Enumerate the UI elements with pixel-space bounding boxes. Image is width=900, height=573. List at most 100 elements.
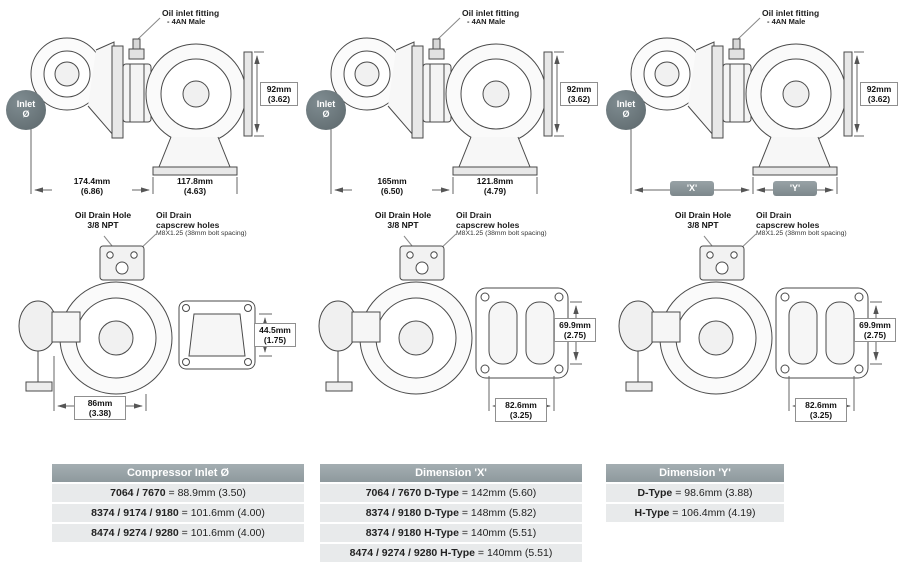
drain-label: Oil Drain Hole — [374, 210, 432, 220]
oil-drain-hole-callout: Oil Drain Hole 3/8 NPT — [60, 210, 146, 231]
dim-value: 86mm — [87, 398, 113, 408]
table-row: 7064 / 7670 = 88.9mm (3.50) — [52, 484, 304, 502]
inlet-badge-symbol: Ø — [622, 109, 630, 119]
diagram-column-3: Oil inlet fitting - 4AN Male Inlet Ø 92m… — [604, 4, 898, 454]
part-numbers: 8374 / 9174 / 9180 — [91, 507, 179, 519]
capscrew-holes-callout: Oil Drain capscrew holes M8X1.25 (38mm b… — [756, 210, 894, 238]
oil-inlet-label: Oil inlet fitting — [762, 8, 820, 18]
side-view-diagram-1: Oil inlet fitting - 4AN Male Inlet Ø 92m… — [4, 4, 298, 206]
inlet-badge-symbol: Ø — [322, 109, 330, 119]
side-view-diagram-2: Oil inlet fitting - 4AN Male Inlet Ø 92m… — [304, 4, 598, 206]
oil-drain-hole-callout: Oil Drain Hole 3/8 NPT — [660, 210, 746, 231]
spec-tables: Compressor Inlet Ø 7064 / 7670 = 88.9mm … — [0, 454, 900, 562]
overall-length-dim: 174.4mm (6.86) — [52, 176, 132, 197]
oil-inlet-label: Oil inlet fitting — [462, 8, 520, 18]
dim-inches: (3.62) — [267, 94, 291, 105]
oil-inlet-sub-label: - 4AN Male — [167, 17, 206, 27]
port-height-dim: 69.9mm (2.75) — [854, 318, 896, 343]
dimension-value: = 88.9mm (3.50) — [168, 487, 246, 499]
side-view-diagram-3: Oil inlet fitting - 4AN Male Inlet Ø 92m… — [604, 4, 898, 206]
flange-width-dim: 86mm (3.38) — [74, 396, 126, 421]
oil-inlet-callout: Oil inlet fitting - 4AN Male — [162, 8, 282, 27]
dim-inches: (1.75) — [263, 335, 287, 346]
port-height-dim: 44.5mm (1.75) — [254, 323, 296, 348]
bolt-spacing-dim: 82.6mm (3.25) — [795, 398, 847, 423]
table-row: D-Type = 98.6mm (3.88) — [606, 484, 784, 502]
capscrew-label-2: capscrew holes — [456, 220, 520, 231]
bolt-spacing-dim: 82.6mm (3.25) — [495, 398, 547, 423]
compressor-inlet-table: Compressor Inlet Ø 7064 / 7670 = 88.9mm … — [52, 464, 304, 542]
capscrew-spec-note: M8X1.25 (38mm bolt spacing) — [456, 230, 547, 238]
dim-value: 117.8mm — [177, 176, 213, 186]
port-height-dim: 69.9mm (2.75) — [554, 318, 596, 343]
dim-inches: (3.62) — [867, 94, 891, 105]
drain-thread-label: 3/8 NPT — [387, 220, 419, 231]
type-label: D-Type — [637, 487, 673, 499]
inlet-badge-symbol: Ø — [22, 109, 30, 119]
dim-value: 44.5mm — [259, 325, 291, 335]
dim-inches: (3.62) — [567, 94, 591, 105]
capscrew-label-2: capscrew holes — [156, 220, 220, 231]
drain-thread-label: 3/8 NPT — [87, 220, 119, 231]
dimension-x-badge: 'X' — [670, 181, 714, 196]
part-numbers: 7064 / 7670 — [110, 487, 166, 499]
dim-inches: (4.63) — [183, 186, 207, 197]
part-numbers: 8474 / 9274 / 9280 — [91, 527, 179, 539]
diagram-grid: Oil inlet fitting - 4AN Male Inlet Ø 92m… — [4, 4, 898, 454]
capscrew-label-2: capscrew holes — [756, 220, 820, 231]
outlet-diameter-dim: 92mm (3.62) — [260, 82, 298, 107]
inlet-badge-text: Inlet — [16, 99, 36, 110]
oil-inlet-label: Oil inlet fitting — [162, 8, 220, 18]
table-header: Dimension 'Y' — [606, 464, 784, 482]
dim-value: 92mm — [866, 84, 892, 94]
capscrew-holes-callout: Oil Drain capscrew holes M8X1.25 (38mm b… — [456, 210, 594, 238]
turbo-side-view-drawing — [4, 4, 298, 206]
dimension-value: = 140mm (5.51) — [477, 547, 553, 559]
part-numbers: 8374 / 9180 D-Type — [365, 507, 459, 519]
inlet-diameter-badge: Inlet Ø — [606, 90, 646, 130]
diagram-column-2: Oil inlet fitting - 4AN Male Inlet Ø 92m… — [304, 4, 598, 454]
housing-length-dim: 117.8mm (4.63) — [155, 176, 235, 197]
drain-label: Oil Drain Hole — [674, 210, 732, 220]
oil-inlet-sub-label: - 4AN Male — [767, 17, 806, 27]
inlet-badge-text: Inlet — [616, 99, 636, 110]
dim-inches: (3.25) — [509, 410, 533, 421]
inlet-diameter-badge: Inlet Ø — [306, 90, 346, 130]
dimension-value: = 98.6mm (3.88) — [675, 487, 753, 499]
inlet-diameter-badge: Inlet Ø — [6, 90, 46, 130]
diagram-column-1: Oil inlet fitting - 4AN Male Inlet Ø 92m… — [4, 4, 298, 454]
capscrew-spec-note: M8X1.25 (38mm bolt spacing) — [756, 230, 847, 238]
drain-label: Oil Drain Hole — [74, 210, 132, 220]
dim-value: 69.9mm — [859, 320, 891, 330]
rear-view-diagram-1: Oil Drain Hole 3/8 NPT Oil Drain capscre… — [4, 206, 298, 454]
dim-inches: (2.75) — [563, 330, 587, 341]
outlet-diameter-dim: 92mm (3.62) — [560, 82, 598, 107]
oil-inlet-callout: Oil inlet fitting - 4AN Male — [762, 8, 882, 27]
part-numbers: 8374 / 9180 H-Type — [365, 527, 459, 539]
table-header: Dimension 'X' — [320, 464, 582, 482]
dim-inches: (3.38) — [88, 408, 112, 419]
dim-inches: (2.75) — [863, 330, 887, 341]
outlet-diameter-dim: 92mm (3.62) — [860, 82, 898, 107]
housing-length-dim: 121.8mm (4.79) — [455, 176, 535, 197]
turbo-side-view-drawing — [604, 4, 898, 206]
dim-inches: (4.79) — [483, 186, 507, 197]
capscrew-holes-callout: Oil Drain capscrew holes M8X1.25 (38mm b… — [156, 210, 294, 238]
oil-inlet-sub-label: - 4AN Male — [467, 17, 506, 27]
dim-inches: (6.50) — [380, 186, 404, 197]
dim-inches: (3.25) — [809, 410, 833, 421]
capscrew-label: Oil Drain — [756, 210, 792, 220]
table-row: 7064 / 7670 D-Type = 142mm (5.60) — [320, 484, 582, 502]
dim-value: 92mm — [266, 84, 292, 94]
capscrew-spec-note: M8X1.25 (38mm bolt spacing) — [156, 230, 247, 238]
table-row: 8374 / 9180 H-Type = 140mm (5.51) — [320, 524, 582, 542]
dimension-value: = 142mm (5.60) — [461, 487, 537, 499]
dim-value: 69.9mm — [559, 320, 591, 330]
table-row: 8474 / 9274 / 9280 = 101.6mm (4.00) — [52, 524, 304, 542]
table-row: H-Type = 106.4mm (4.19) — [606, 504, 784, 522]
part-numbers: 8474 / 9274 / 9280 H-Type — [349, 547, 475, 559]
dim-inches: (6.86) — [80, 186, 104, 197]
overall-length-dim: 165mm (6.50) — [352, 176, 432, 197]
oil-drain-hole-callout: Oil Drain Hole 3/8 NPT — [360, 210, 446, 231]
